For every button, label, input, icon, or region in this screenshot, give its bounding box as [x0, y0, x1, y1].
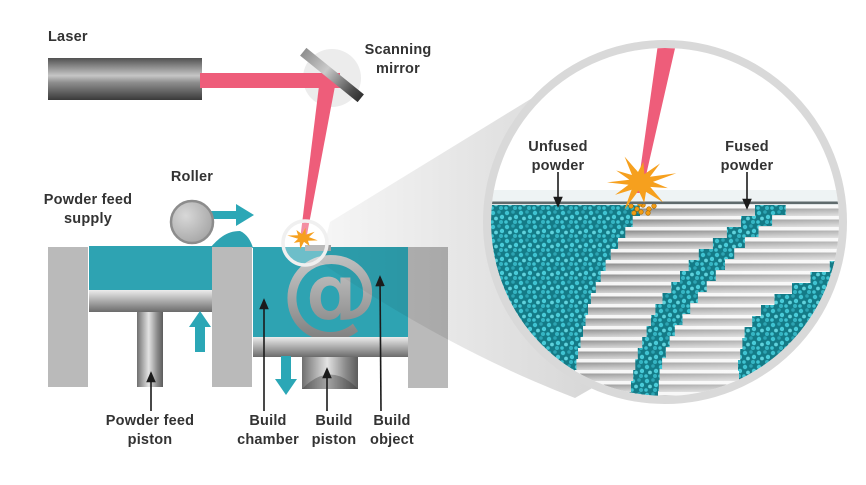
laser-beam-magnified: [637, 48, 676, 193]
fusing-particle: [645, 210, 651, 216]
fusing-particle: [628, 203, 634, 209]
powder-feed-piston-plate: [89, 290, 212, 312]
roller-label: Roller: [170, 169, 214, 185]
build-piston-rod-shadow: [302, 374, 358, 389]
build-piston-label: Build piston: [311, 413, 357, 448]
laser-spark-icon: [287, 227, 318, 249]
left-wall: [48, 247, 88, 387]
piston-down-arrow-icon: [275, 356, 297, 395]
fusing-particle: [638, 209, 644, 215]
powder-feed-piston-label: Powder feed piston: [105, 413, 195, 448]
powder-feed-supply-bed: [89, 246, 212, 290]
powder-wave: [210, 231, 253, 248]
build-piston-plate: [253, 337, 408, 357]
laser-beam-horizontal: [200, 73, 340, 88]
fused-track: [305, 245, 331, 251]
mirror-bar: [300, 47, 364, 103]
middle-wall: [212, 247, 252, 387]
fusing-particle: [631, 210, 637, 216]
piston-up-arrow-icon: [189, 311, 211, 352]
lens-ring: [483, 40, 847, 404]
roller-wheel: [169, 199, 215, 245]
powder-feed-piston-rod: [137, 312, 163, 387]
unfused-powder-label: Unfused powder: [528, 139, 588, 174]
laser-label: Laser: [48, 29, 88, 45]
fusing-particle: [651, 203, 657, 209]
build-object-label: Build object: [370, 413, 414, 448]
fused-powder-label: Fused powder: [720, 139, 774, 174]
spot-circle: [281, 219, 329, 267]
laser-spot-callout: [281, 219, 331, 267]
scanning-mirror-label: Scanning mirror: [364, 42, 432, 77]
fusing-particle: [634, 206, 640, 212]
laser-unit: [48, 58, 202, 100]
build-object-arrow: [375, 275, 385, 412]
powder-feed-supply-label: Powder feed supply: [43, 192, 133, 227]
build-chamber-label: Build chamber: [237, 413, 299, 448]
powder-surface-line: [491, 201, 839, 205]
callout-arrows: [146, 172, 752, 412]
roller-direction-arrow-icon: [210, 204, 254, 226]
unfused-powder-band: [627, 205, 798, 396]
laser-spark-magnified-icon: [607, 156, 677, 210]
laser-beam-vertical: [300, 86, 335, 240]
